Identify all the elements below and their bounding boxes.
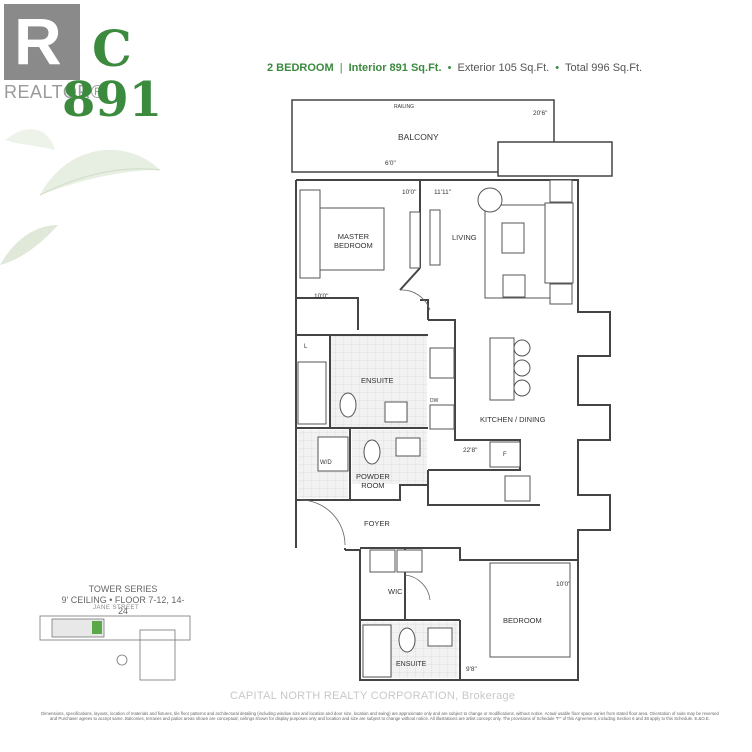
- foyer-label: FOYER: [364, 519, 390, 528]
- tower-series-label: TOWER SERIES: [88, 584, 158, 594]
- bedroom-bottom-dim: 9'8": [466, 666, 477, 673]
- bedroom-label: BEDROOM: [503, 616, 542, 625]
- living-top-dim: 11'11": [434, 189, 452, 196]
- bedroom-count: 2 BEDROOM: [267, 62, 334, 74]
- ensuite2-label: ENSUITE: [396, 661, 427, 668]
- bedroom-top-dim: 10'0": [556, 581, 571, 588]
- brokerage-watermark: CAPITAL NORTH REALTY CORPORATION, Broker…: [230, 690, 516, 702]
- balcony-width-dim: 20'6": [533, 110, 548, 117]
- spec-bullet: •: [555, 62, 560, 74]
- spec-divider: |: [339, 62, 343, 74]
- wic-label: WIC: [388, 587, 403, 596]
- realtor-logo-letter: R: [14, 4, 62, 78]
- unit-letter: C: [92, 19, 132, 78]
- interior-area: Interior 891 Sq.Ft.: [348, 62, 442, 74]
- master-bedroom-label: MASTER BEDROOM: [334, 232, 373, 250]
- kitchen-dim: 22'8": [463, 447, 478, 454]
- wd-label: W/D: [320, 460, 332, 466]
- balcony-label: BALCONY: [398, 132, 439, 142]
- kitchen-dining-label: KITCHEN / DINING: [480, 415, 546, 424]
- linen-label: L: [304, 344, 308, 350]
- railing-label: RAILING: [394, 104, 415, 110]
- exterior-area: Exterior 105 Sq.Ft.: [457, 62, 550, 74]
- living-label: LIVING: [452, 233, 477, 242]
- ceiling-floor-label: 9' CEILING • FLOOR 7-12, 14-24: [61, 595, 185, 616]
- street-label: JANE STREET: [93, 605, 140, 611]
- ensuite-label: ENSUITE: [361, 376, 394, 385]
- master-top-dim: 10'0": [402, 189, 417, 196]
- realtor-logo: [4, 4, 80, 80]
- master-bottom-dim: 10'0": [314, 293, 329, 300]
- total-area: Total 996 Sq.Ft.: [565, 62, 643, 74]
- legal-disclaimer: Dimensions, specifications, layouts, loc…: [41, 711, 719, 721]
- balcony-depth-dim: 6'0": [385, 160, 396, 167]
- master-bedroom-label-line1: MASTER: [337, 232, 370, 241]
- realtor-logo-text: REALTOR®: [4, 82, 105, 102]
- powder-room-label: POWDER ROOM: [356, 472, 390, 490]
- fridge-label: F: [503, 452, 507, 458]
- powder-room-label-line1: POWDER: [356, 472, 390, 481]
- leaf-decoration: [0, 129, 161, 265]
- dishwasher-label: DW: [430, 398, 439, 404]
- spec-bullet: •: [447, 62, 452, 74]
- master-bedroom-label-line2: BEDROOM: [334, 241, 373, 250]
- powder-room-label-line2: ROOM: [361, 481, 385, 490]
- tower-series-info: TOWER SERIES 9' CEILING • FLOOR 7-12, 14…: [58, 584, 188, 617]
- unit-spec-line: 2 BEDROOM | Interior 891 Sq.Ft. • Exteri…: [267, 62, 642, 74]
- unit-number: 891: [62, 72, 163, 128]
